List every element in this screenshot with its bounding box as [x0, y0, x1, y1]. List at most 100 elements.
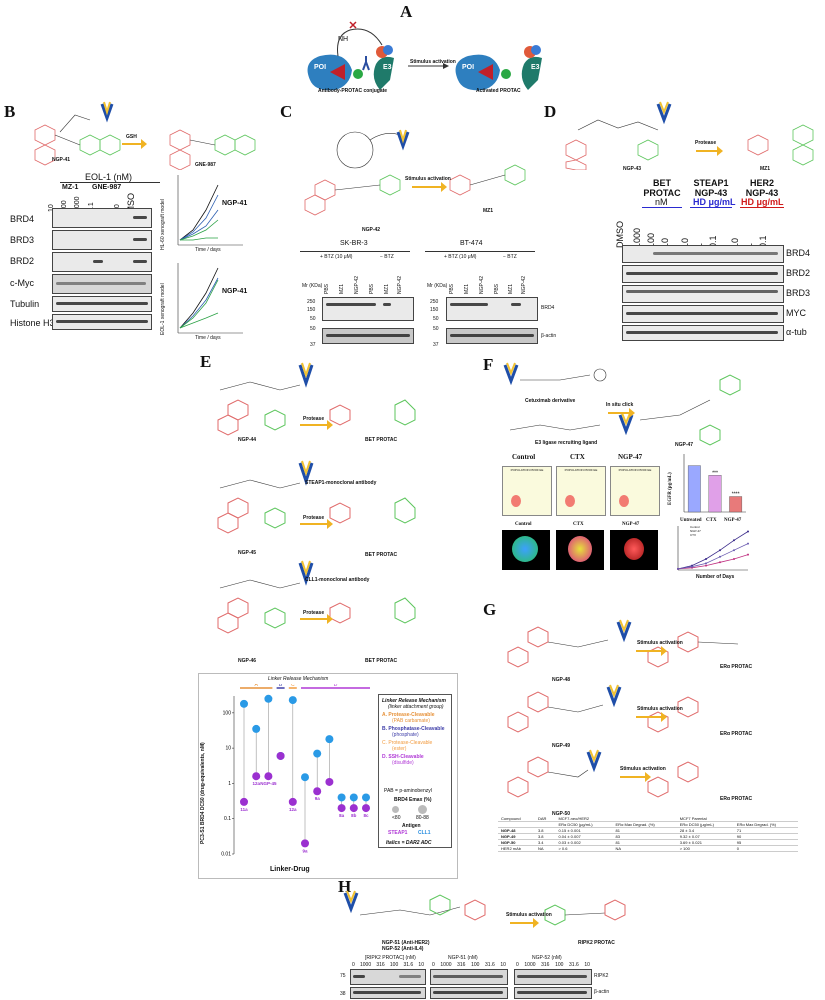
panel-e-legend-a: A. Protease-Cleavable: [382, 712, 435, 718]
panel-e-size-circle-1: [392, 806, 399, 813]
panel-b-row-cmyc: c-Myc: [10, 278, 34, 288]
panel-a-e3-left: E3: [383, 64, 392, 71]
panel-d-row-brd3: BRD3: [786, 288, 811, 298]
panel-e-chart-title: Linker Release Mechanism: [268, 676, 329, 682]
panel-h-blot1-actin: [350, 987, 426, 999]
y-tick-label: 0.01: [221, 852, 231, 858]
panel-g-row3: NGP-50: [552, 811, 571, 817]
lollipop-top-point: [240, 699, 248, 708]
panel-e-legend-steap1: STEAP1: [388, 830, 408, 836]
panel-a-caption-right: Activated PROTAC: [476, 88, 521, 94]
panel-a-caption-left: Antibody-PROTAC conjugate: [318, 88, 388, 94]
panel-c-blot-brd4-1: [322, 297, 414, 321]
data-point: [362, 804, 370, 813]
panel-c-arrow: [412, 182, 447, 192]
panel-c-blot-actin-2: [446, 328, 538, 344]
panel-c-lane-12: NGP-42: [521, 275, 527, 294]
panel-g-row1: NGP-48: [552, 677, 571, 683]
panel-d-row-brd4: BRD4: [786, 248, 811, 258]
panel-a-label: A: [400, 2, 413, 21]
series-point: [747, 530, 749, 533]
series-point: [705, 558, 707, 560]
panel-f-bar-chart: *******: [683, 454, 746, 513]
panel-b-graph2-label: NGP-41: [222, 288, 248, 295]
panel-e-label: E: [200, 352, 212, 371]
panel-h-blot2-title: NGP-51 (nM): [448, 955, 478, 961]
series-point: [691, 565, 693, 568]
data-point: [301, 839, 309, 848]
panel-a-poi-left: POI: [314, 64, 327, 71]
series-point: [705, 564, 707, 567]
panel-b-arrow: [122, 139, 147, 149]
panel-c-lane-9: NGP-42: [479, 275, 485, 294]
panel-b-left-compound: NGP-41: [52, 157, 71, 163]
panel-c-marker-250a: 250: [307, 299, 316, 305]
panel-f-arrow-label: In situ click: [606, 402, 634, 408]
panel-c-left-compound: NGP-42: [362, 227, 381, 233]
panel-c-blot-brd4-2: [446, 297, 538, 321]
group-label: C: [291, 684, 295, 688]
panel-e-row1-left: NGP-44: [238, 437, 257, 443]
point-label: 8b: [351, 813, 357, 818]
panel-h-blot1-ripk2: [350, 969, 426, 985]
panel-b-arrow-label: GSH: [126, 134, 137, 140]
panel-d-row-myc: MYC: [786, 308, 806, 318]
series-line: [677, 543, 749, 570]
panel-f-ligand: E3 ligase recruiting ligand: [535, 440, 598, 446]
panel-b-label: B: [4, 102, 16, 121]
panel-c-marker-50b: 50: [310, 326, 316, 332]
panel-e-legend-footer: Italics = DAR2 ADC: [386, 840, 432, 846]
point-label: 9a: [315, 796, 321, 801]
panel-f-bar-ylabel: EGFR (pg/mL): [668, 472, 673, 505]
panel-d-group2-unit: HD μg/mL: [693, 197, 736, 207]
panel-c-row-actin: β-actin: [541, 333, 557, 339]
panel-e-row3-left: NGP-46: [238, 658, 257, 664]
panel-e-legend-a-sub: (PAB carbamate): [392, 718, 430, 724]
bar: [687, 465, 701, 513]
panel-d-lane-dmso: DMSO: [615, 221, 625, 248]
lollipop-top-point: [288, 696, 297, 705]
series-point: [677, 567, 679, 570]
lollipop-top-point: [325, 735, 334, 744]
data-point: [313, 787, 322, 796]
panel-f-flow-title-3: NGP-47: [618, 453, 643, 461]
panel-e-arrow-3: [300, 614, 333, 624]
series-point: [747, 542, 749, 545]
panel-c-btz-minus-1: − BTZ: [380, 254, 394, 260]
panel-e-legend-b-sub: (phosphate): [392, 732, 419, 738]
panel-c-blot-actin-1: [322, 328, 414, 344]
panel-c-marker-50d: 50: [433, 326, 439, 332]
panel-e-arrow-label-3: Protease: [303, 610, 325, 616]
panel-b-graph2-xlabel: Time / days: [195, 335, 221, 341]
panel-h-blot3-ripk2: [514, 969, 592, 985]
panel-e-row3-right: BET PROTAC: [365, 658, 398, 664]
panel-h-blot2-actin: [430, 987, 508, 999]
panel-e-legend-pab: PAB = p-aminobenzyl: [384, 788, 432, 794]
panel-c-btz-plus-1: + BTZ (10 μM): [320, 254, 353, 260]
panel-e-row2-left: NGP-45: [238, 550, 257, 556]
panel-f-micro-2: [556, 530, 604, 570]
panel-c-lane-8: MZ1: [464, 284, 470, 294]
panel-f-micro-title-1: Control: [515, 522, 532, 527]
panel-c-lane-10: PBS: [494, 283, 500, 294]
panel-f-bar-cat-1: Untreated: [680, 518, 702, 523]
data-point: [252, 772, 261, 781]
data-point: [288, 797, 297, 806]
antibody-icon: [362, 56, 370, 71]
panel-d-group2: STEAP1 NGP-43: [693, 178, 729, 198]
y-tick-label: 10: [225, 746, 231, 752]
panel-g-structures: [507, 619, 739, 798]
panel-f-right-compound: NGP-47: [675, 442, 694, 448]
warhead-shape: [330, 64, 345, 80]
panel-c-arrow-label: Stimulus activation: [405, 176, 451, 182]
panel-h-row-ripk2: RIPK2: [594, 973, 609, 979]
group-label: B: [279, 684, 283, 688]
panel-b-title-line: [60, 182, 160, 183]
panel-b-blot-tubulin: [52, 296, 152, 312]
panel-d-blot-myc: [622, 305, 784, 323]
panel-e-legend-cll1: CLL1: [418, 830, 431, 836]
panel-f-line-chart: [677, 526, 749, 571]
